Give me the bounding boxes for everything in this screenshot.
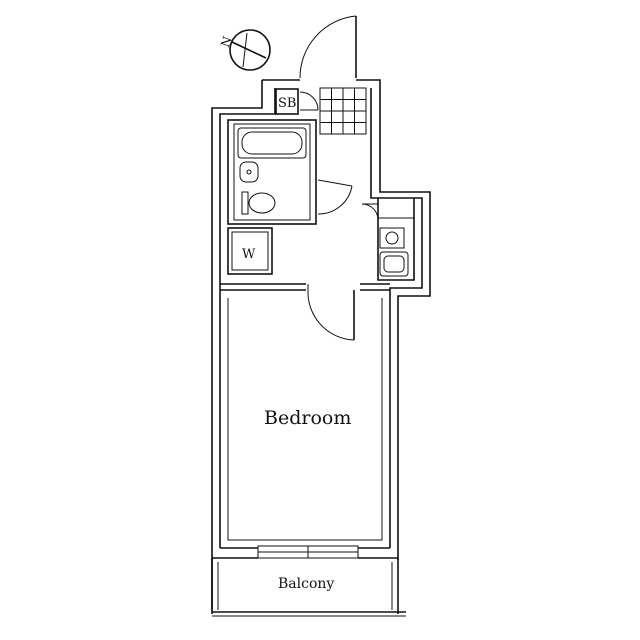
- upper-inner-wall: [219, 88, 423, 548]
- compass: N: [218, 29, 271, 71]
- kitchen-sink-basin: [383, 255, 405, 273]
- bathroom: [227, 119, 353, 225]
- balcony-label: Balcony: [278, 576, 334, 592]
- compass-needle: [231, 41, 267, 59]
- stove-burner: [385, 231, 399, 245]
- bathtub-inner: [241, 131, 303, 155]
- toilet-bowl: [248, 192, 276, 214]
- bathroom-inner-wall: [233, 123, 311, 221]
- bathroom-outer-wall: [227, 119, 317, 225]
- shoe-box: [275, 88, 299, 115]
- bathroom-door-leaf: [317, 179, 353, 187]
- shoe-box-label: SB: [278, 96, 296, 111]
- compass-needle-tick: [242, 32, 248, 68]
- bathroom-sink: [239, 161, 259, 183]
- entry-area: SB: [275, 87, 367, 135]
- kitchen: [361, 198, 415, 281]
- bedroom: Bedroom: [227, 298, 383, 541]
- washer-space: W: [227, 227, 273, 275]
- stove: [379, 227, 405, 249]
- compass-letter: N: [218, 34, 235, 49]
- washer-box-inner: [231, 231, 269, 271]
- compass-circle: [229, 29, 271, 71]
- entrance-tiles: [319, 87, 367, 135]
- exterior-walls: [211, 79, 431, 610]
- toilet-tank: [241, 191, 249, 215]
- partition-wall: [220, 283, 390, 291]
- washer-label: W: [242, 247, 256, 262]
- kitchen-sink: [379, 251, 409, 277]
- bathroom-door-arc: [317, 185, 353, 215]
- entrance-door-arc: [299, 15, 357, 79]
- bedroom-door-arc: [307, 289, 355, 341]
- washer-box: [227, 227, 273, 275]
- kitchen-counter: [377, 198, 415, 281]
- balcony: Balcony: [211, 558, 406, 617]
- upper-outer-wall: [211, 79, 431, 610]
- bedroom-bottom-wall: [212, 547, 398, 559]
- bedroom-label: Bedroom: [264, 407, 351, 429]
- shoe-box-door-arc: [299, 91, 319, 111]
- entrance-door: [299, 15, 357, 79]
- bedroom-inner-wall: [227, 298, 383, 541]
- bathroom-sink-drain: [246, 169, 252, 175]
- bathtub: [237, 127, 307, 159]
- kitchen-door-arc: [361, 203, 379, 221]
- bedroom-partition: [220, 283, 390, 341]
